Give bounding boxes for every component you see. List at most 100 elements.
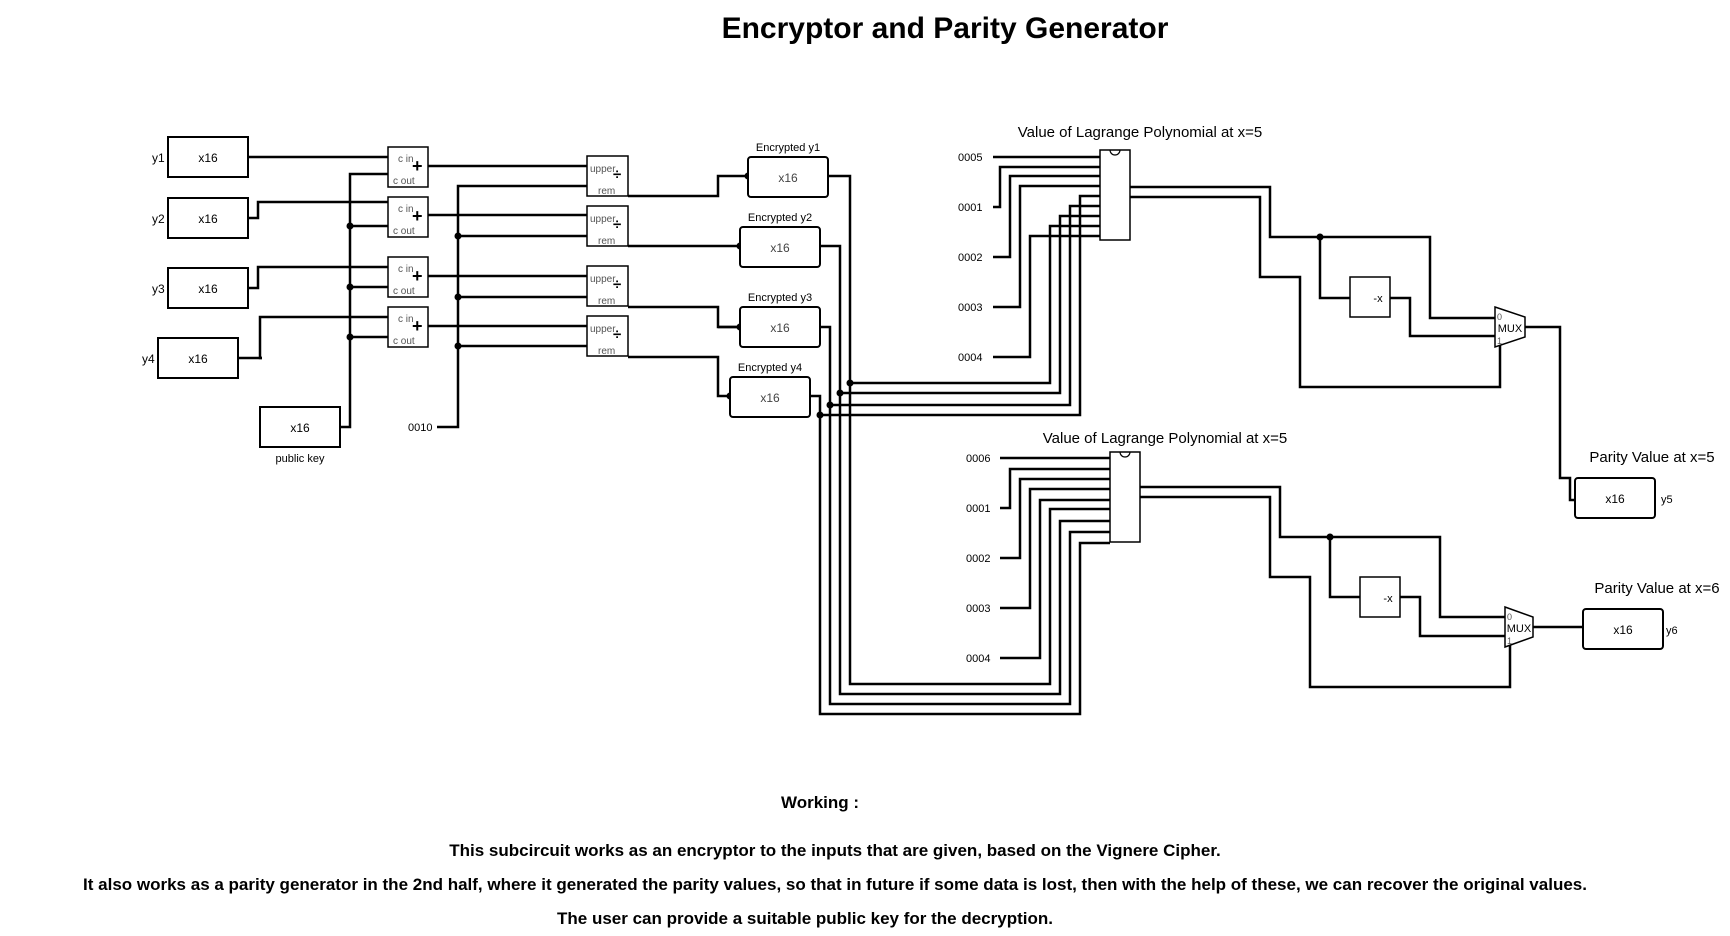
svg-text:c in: c in — [398, 204, 414, 215]
working-line-1: This subcircuit works as an encryptor to… — [449, 841, 1221, 860]
svg-text:÷: ÷ — [613, 326, 621, 343]
svg-text:rem: rem — [598, 186, 615, 197]
svg-text:+: + — [412, 316, 423, 336]
svg-text:rem: rem — [598, 296, 615, 307]
divider-2: upper rem ÷ — [586, 205, 629, 247]
public-key-box-label: x16 — [290, 421, 310, 435]
negator-1: -x — [1349, 276, 1391, 318]
svg-text:+: + — [412, 156, 423, 176]
wire-y2 — [248, 200, 388, 220]
svg-text:MUX: MUX — [1498, 323, 1523, 335]
parity-output-y6[interactable]: Parity Value at x=6 x16 y6 — [1582, 580, 1720, 650]
adder-4: c in c out + — [387, 306, 429, 348]
svg-text:c out: c out — [393, 226, 415, 237]
svg-text:upper: upper — [590, 214, 616, 225]
input-y4-label: y4 — [142, 352, 155, 366]
svg-text:MUX: MUX — [1507, 623, 1532, 635]
public-key-label: public key — [276, 453, 325, 465]
lagrange-2-label: Value of Lagrange Polynomial at x=5 — [1043, 430, 1287, 447]
lagrange-1-label: Value of Lagrange Polynomial at x=5 — [1018, 124, 1262, 141]
modulus-constant: 0010 — [408, 422, 432, 434]
input-y3-box-label: x16 — [198, 282, 218, 296]
svg-text:x16: x16 — [760, 391, 780, 405]
encrypted-y4[interactable]: x16 Encrypted y4 — [729, 362, 811, 418]
page-title: Encryptor and Parity Generator — [721, 12, 1169, 45]
mux-2: 0 MUX 1 — [1504, 605, 1534, 649]
wire-public-key — [340, 172, 388, 429]
svg-text:0004: 0004 — [966, 653, 990, 665]
svg-text:+: + — [412, 206, 423, 226]
svg-text:0002: 0002 — [958, 252, 982, 264]
parity-2-label: Parity Value at x=6 — [1594, 580, 1719, 597]
wire-modulus — [437, 184, 587, 429]
divider-4: upper rem ÷ — [586, 315, 629, 357]
svg-text:upper: upper — [590, 274, 616, 285]
public-key-input[interactable]: x16 public key — [259, 406, 341, 465]
adder-1: c in c out + — [387, 146, 429, 188]
input-y2-label: y2 — [152, 212, 165, 226]
adder-2: c in c out + — [387, 196, 429, 238]
svg-text:c out: c out — [393, 336, 415, 347]
working-line-2: It also works as a parity generator in t… — [83, 875, 1587, 894]
svg-text:-x: -x — [1373, 293, 1383, 305]
svg-text:x16: x16 — [1613, 623, 1633, 637]
input-y1-box-label: x16 — [198, 151, 218, 165]
wire-y3 — [248, 265, 388, 290]
svg-text:÷: ÷ — [613, 276, 621, 293]
svg-text:0003: 0003 — [958, 302, 982, 314]
svg-text:c in: c in — [398, 154, 414, 165]
parity-1-label: Parity Value at x=5 — [1589, 449, 1714, 466]
mux-1: 0 MUX 1 — [1494, 305, 1526, 349]
svg-text:0003: 0003 — [966, 603, 990, 615]
svg-text:x16: x16 — [770, 241, 790, 255]
input-y1-label: y1 — [152, 151, 165, 165]
lagrange-block-1: Value of Lagrange Polynomial at x=5 0005… — [958, 124, 1262, 364]
divider-1: upper rem ÷ — [586, 155, 629, 197]
input-y2-box-label: x16 — [198, 212, 218, 226]
svg-text:0: 0 — [1507, 612, 1512, 622]
svg-text:0002: 0002 — [966, 553, 990, 565]
svg-text:1: 1 — [1497, 336, 1502, 346]
encrypted-y3-label: Encrypted y3 — [748, 292, 812, 304]
svg-text:0005: 0005 — [958, 152, 982, 164]
svg-text:0: 0 — [1497, 312, 1502, 322]
working-line-3: The user can provide a suitable public k… — [557, 909, 1053, 928]
svg-text:x16: x16 — [778, 171, 798, 185]
input-y3-label: y3 — [152, 282, 165, 296]
input-y3[interactable]: x16 y3 — [152, 267, 249, 309]
encrypted-y4-label: Encrypted y4 — [738, 362, 802, 374]
svg-text:+: + — [412, 266, 423, 286]
svg-text:upper: upper — [590, 164, 616, 175]
svg-text:0004: 0004 — [958, 352, 982, 364]
svg-text:x16: x16 — [770, 321, 790, 335]
lagrange-block-2: Value of Lagrange Polynomial at x=5 0006… — [966, 430, 1287, 665]
svg-text:upper: upper — [590, 324, 616, 335]
adder-3: c in c out + — [387, 256, 429, 298]
working-heading: Working : — [780, 793, 860, 812]
svg-text:c in: c in — [398, 264, 414, 275]
wires — [248, 155, 1583, 716]
svg-text:rem: rem — [598, 236, 615, 247]
svg-text:0001: 0001 — [958, 202, 982, 214]
svg-text:-x: -x — [1383, 593, 1393, 605]
encrypted-y1-label: Encrypted y1 — [756, 142, 820, 154]
encrypted-y2[interactable]: x16 Encrypted y2 — [739, 212, 821, 268]
divider-3: upper rem ÷ — [586, 265, 629, 307]
encrypted-y3[interactable]: x16 Encrypted y3 — [739, 292, 821, 348]
parity-output-y5[interactable]: Parity Value at x=5 x16 y5 — [1574, 449, 1715, 519]
svg-text:y5: y5 — [1661, 494, 1673, 506]
input-y2[interactable]: x16 y2 — [152, 197, 249, 239]
encrypted-y1[interactable]: x16 Encrypted y1 — [747, 142, 829, 198]
negator-2: -x — [1359, 576, 1401, 618]
input-y1[interactable]: x16 y1 — [152, 136, 249, 178]
svg-text:÷: ÷ — [613, 216, 621, 233]
svg-text:y6: y6 — [1666, 625, 1678, 637]
encrypted-y2-label: Encrypted y2 — [748, 212, 812, 224]
input-y4[interactable]: x16 y4 — [142, 337, 239, 379]
svg-text:c out: c out — [393, 176, 415, 187]
svg-text:rem: rem — [598, 346, 615, 357]
svg-text:÷: ÷ — [613, 166, 621, 183]
svg-text:c in: c in — [398, 314, 414, 325]
svg-text:x16: x16 — [1605, 492, 1625, 506]
